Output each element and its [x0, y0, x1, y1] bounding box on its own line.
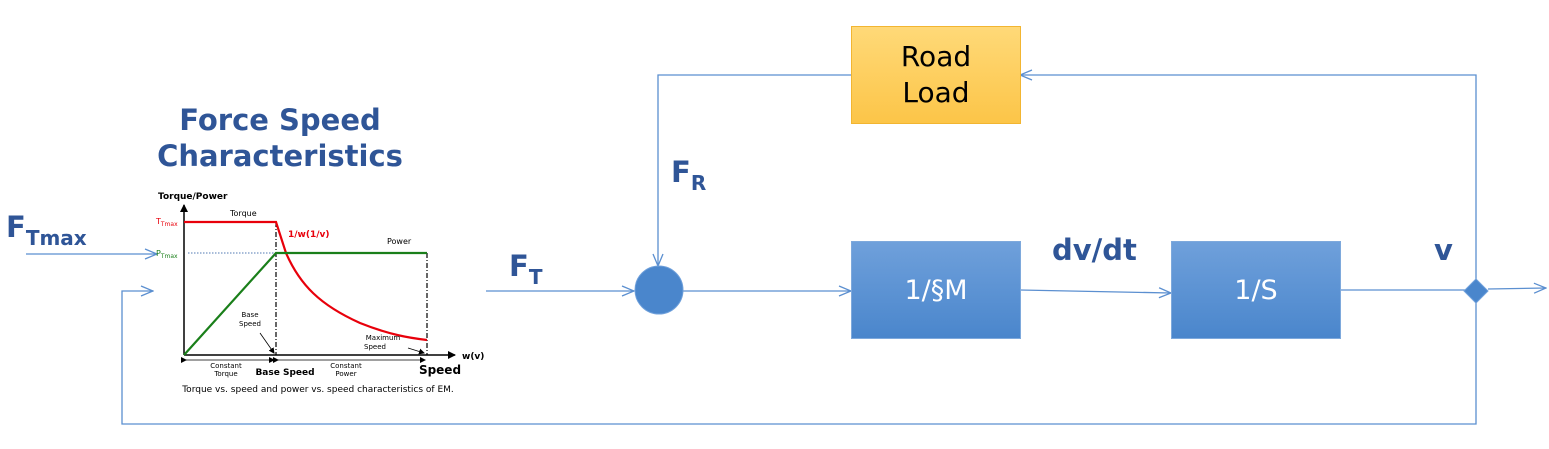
input-label: FTmax [6, 210, 87, 250]
power-curve [183, 251, 427, 356]
base-speed-pointer [259, 332, 275, 354]
chart-power-label: Power [387, 237, 412, 246]
road-load-feedback-line [1020, 75, 1477, 280]
diagram-title: Force Speed Characteristics [130, 102, 430, 174]
output-arrow [1487, 288, 1546, 289]
title-line-2: Characteristics [157, 139, 403, 173]
chart-pmax-label: PTmax [156, 249, 178, 260]
fr-label-main: F [671, 155, 691, 189]
chart-caption: Torque vs. speed and power vs. speed cha… [181, 385, 454, 395]
ft-label-sub: T [528, 265, 543, 289]
chart-base-note-1: Base [241, 311, 258, 319]
road-load-line-2: Load [902, 76, 970, 109]
chart-torque-label: Torque [229, 209, 257, 218]
chart-speed-label: Speed [419, 363, 461, 377]
road-load-line-1: Road [900, 40, 972, 73]
torque-curve-flat [184, 220, 288, 254]
chart-region-2-line-2: Power [335, 370, 356, 378]
v-label: v [1434, 233, 1453, 267]
integrator-block: 1/S [1171, 241, 1341, 339]
chart-region-2-line-1: Constant [330, 362, 362, 370]
input-label-main: F [6, 210, 26, 244]
branch-point [1463, 278, 1489, 304]
chart-region-1-line-2: Torque [213, 370, 237, 378]
chart-curve-label: 1/w(1/v) [288, 230, 330, 240]
dvdt-arrow [1019, 290, 1171, 293]
dvdt-label: dv/dt [1052, 233, 1137, 267]
ft-label-main: F [509, 249, 529, 283]
chart-max-note-1: Maximum [366, 334, 401, 342]
chart-region-1-line-1: Constant [210, 362, 242, 370]
chart-tmax-label: TTmax [155, 217, 178, 228]
chart-max-note-2: Speed [364, 343, 386, 351]
chart-y-title: Torque/Power [158, 192, 228, 202]
summing-junction [634, 265, 684, 315]
road-load-block: Road Load [851, 26, 1021, 124]
mass-block: 1/§M [851, 241, 1021, 339]
speed-feedback-line [121, 291, 1477, 425]
chart-x-axis-label: w(v) [462, 352, 484, 362]
title-line-1: Force Speed [179, 103, 381, 137]
input-label-sub: Tmax [25, 226, 87, 250]
force-speed-chart: Torque/Power TTmax PTmax Torque Power 1/… [155, 192, 484, 395]
chart-base-speed-label: Base Speed [255, 368, 314, 378]
fr-label-sub: R [690, 171, 707, 195]
chart-base-note-2: Speed [239, 320, 261, 328]
max-speed-pointer [407, 347, 425, 355]
ft-label: FT [509, 249, 542, 289]
fr-label: FR [671, 155, 706, 195]
torque-curve-hyperbolic [284, 252, 428, 342]
road-load-output-line [658, 74, 851, 266]
